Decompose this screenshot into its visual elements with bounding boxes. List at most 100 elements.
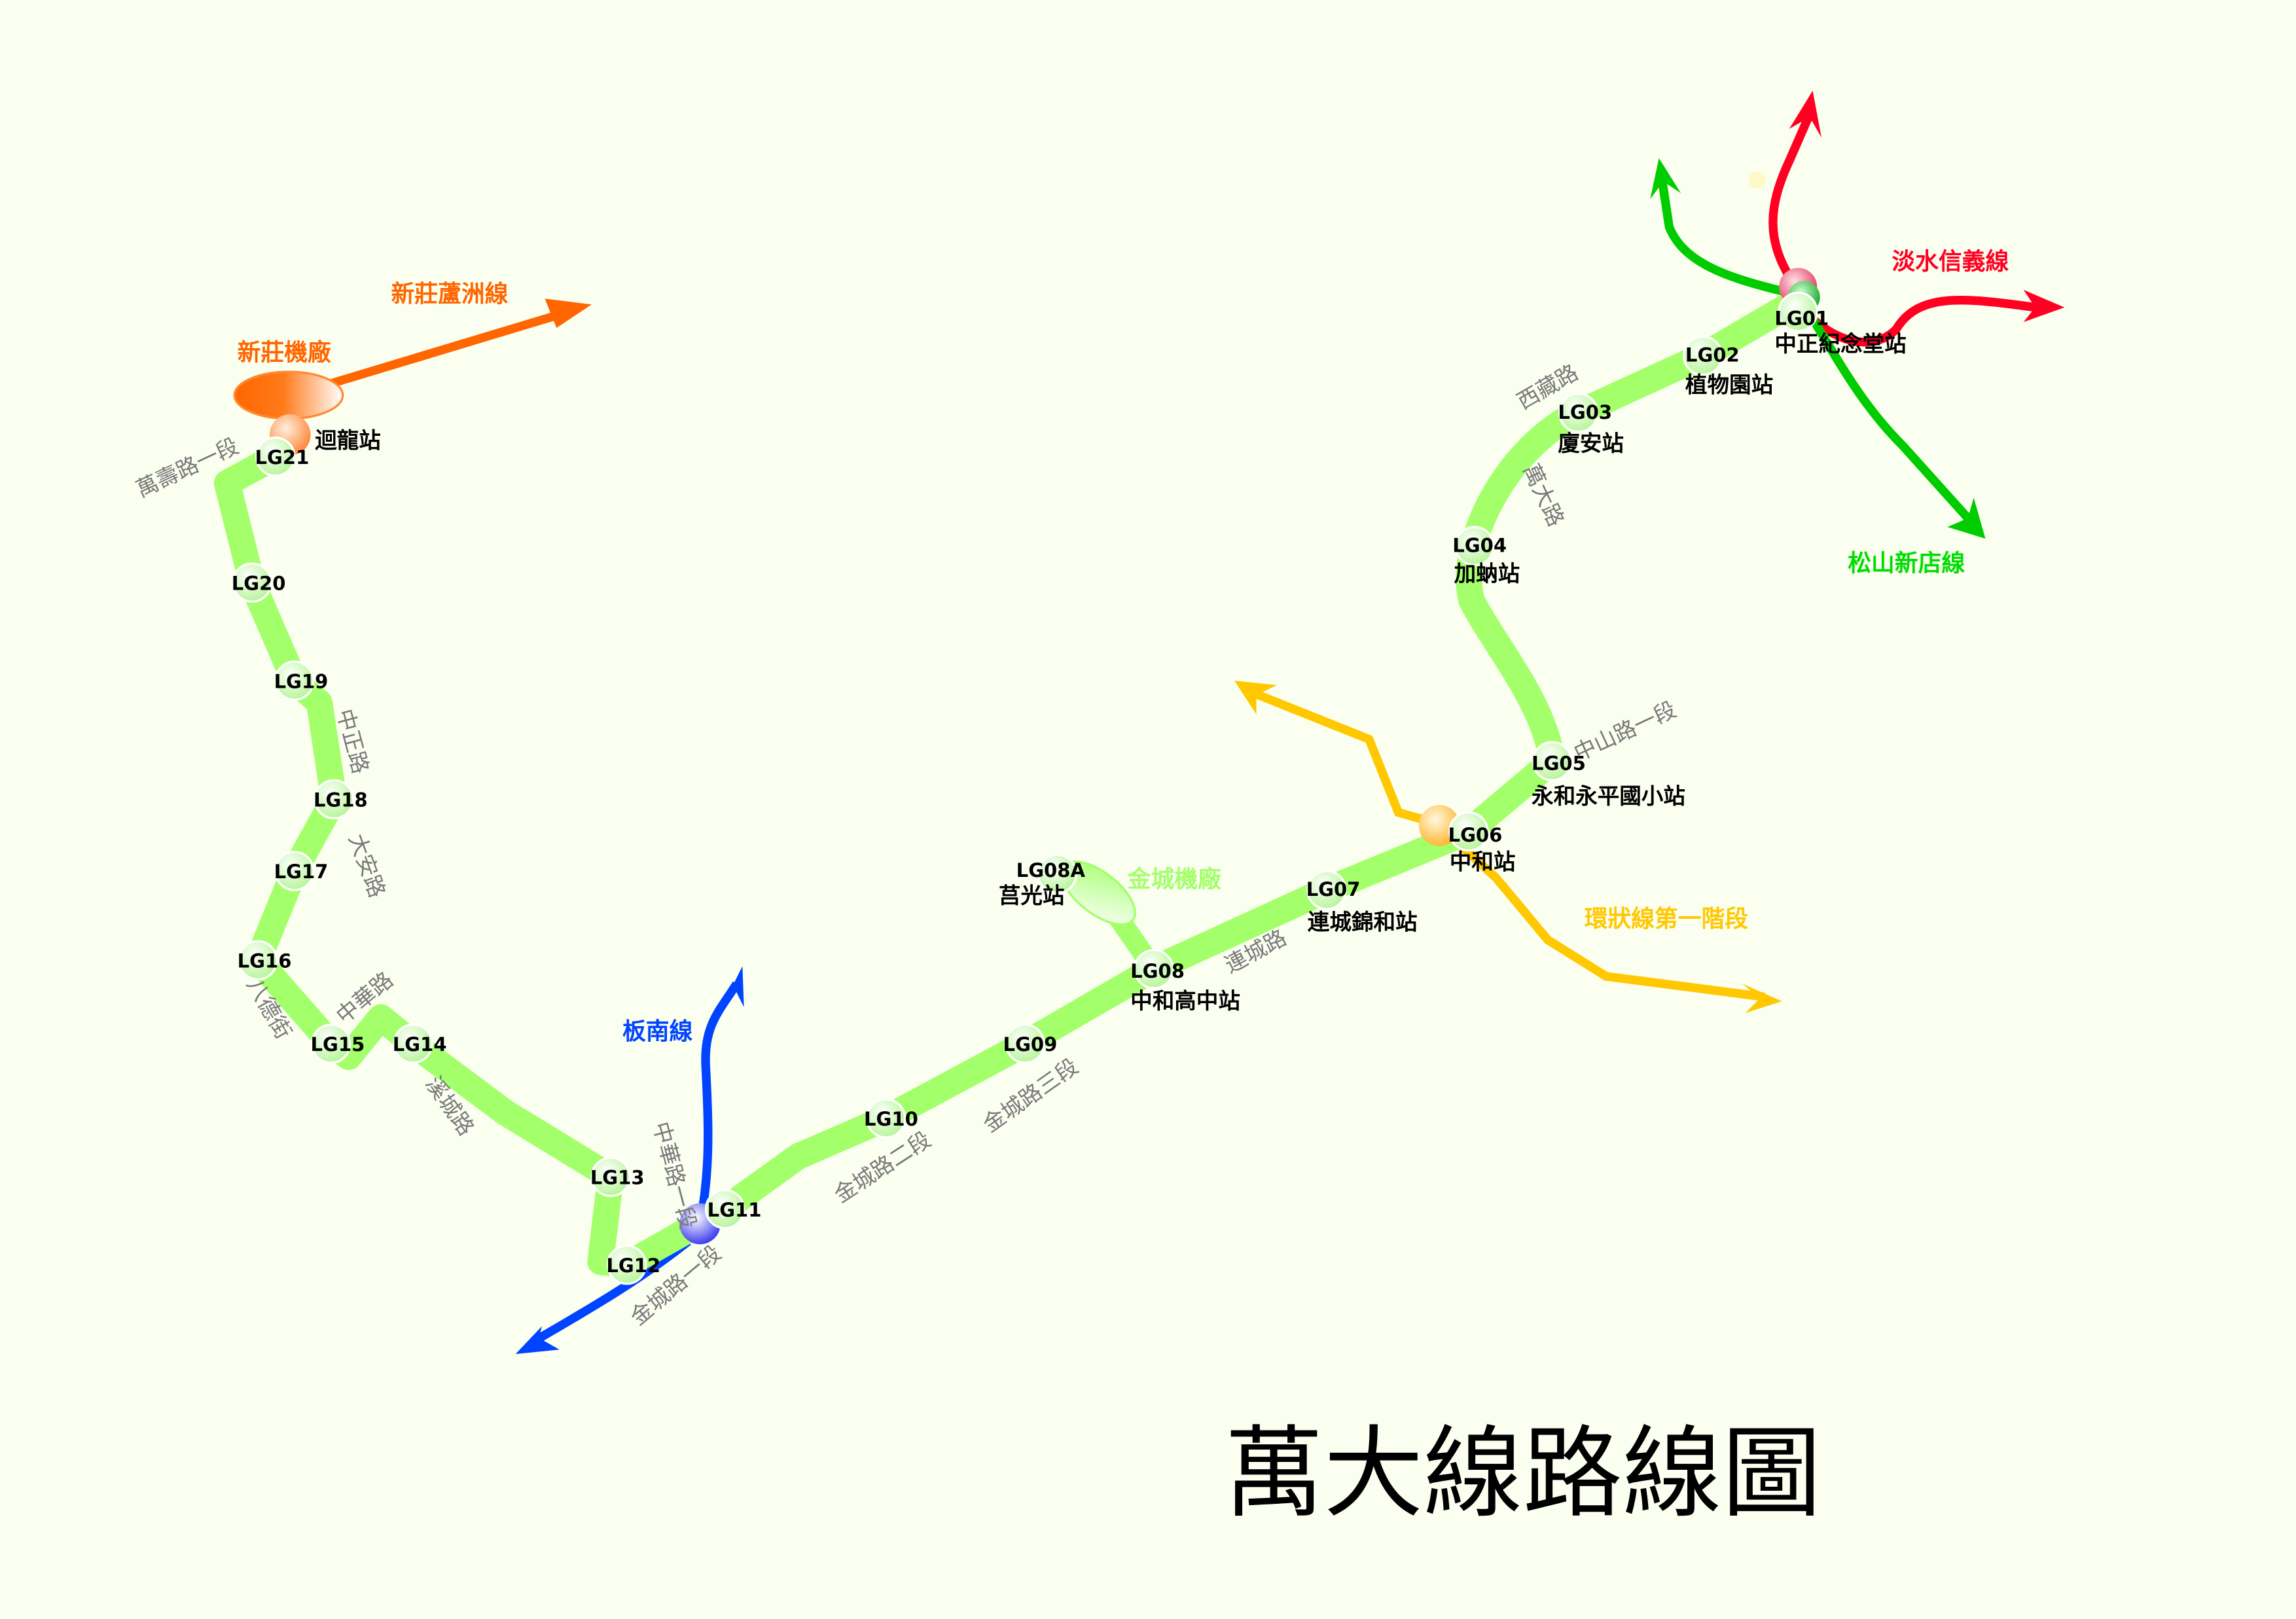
station-code: LG06 (1448, 824, 1503, 846)
station-code: LG16 (238, 950, 292, 972)
station-name: 中正紀念堂站 (1774, 331, 1906, 357)
circular-line (1234, 681, 1782, 1013)
station-code: LG04 (1452, 534, 1507, 556)
station-code: LG17 (274, 861, 329, 883)
station-name: 加蚋站 (1454, 561, 1520, 586)
station-code: LG08A (1016, 859, 1086, 881)
station-marker-icon (1532, 741, 1573, 781)
station-marker-icon (255, 436, 296, 477)
xinzhuang-depot-icon (233, 370, 344, 420)
page-title: 萬大線路線圖 (1224, 1415, 1821, 1531)
station-marker-icon (704, 1188, 745, 1230)
station-lg13[interactable]: LG13 (590, 1156, 645, 1198)
station-code: LG05 (1532, 753, 1586, 775)
station-marker-icon (1778, 291, 1818, 332)
station-marker-icon (274, 660, 315, 701)
station-code: LG09 (1003, 1033, 1058, 1056)
station-name: 永和永平國小站 (1532, 783, 1685, 809)
arrow-icon (1742, 984, 1782, 1013)
depot-label: 新莊機廠 (238, 339, 331, 366)
station-code: LG21 (255, 446, 309, 469)
arrow-icon (515, 1326, 560, 1355)
station-marker-icon (314, 779, 355, 820)
station-marker-icon (232, 562, 272, 603)
station-marker-icon (1306, 870, 1347, 910)
station-lg19[interactable]: LG19 (274, 660, 329, 701)
station-code: LG07 (1306, 878, 1361, 900)
station-code: LG18 (314, 789, 368, 811)
arrow-icon (1789, 90, 1821, 138)
street-label: 萬大路 (1518, 460, 1569, 531)
station-marker-icon (606, 1244, 647, 1285)
street-label: 大安路 (344, 830, 390, 901)
station-lg18[interactable]: LG18 (314, 779, 368, 820)
station-name: 莒光站 (999, 883, 1065, 908)
station-marker-icon (1134, 949, 1174, 989)
station-lg09[interactable]: LG09 (1003, 1023, 1058, 1064)
depot-label: 金城機廠 (1127, 866, 1221, 893)
station-lg05[interactable]: LG05 永和永平國小站 (1532, 741, 1685, 809)
station-marker-icon (1558, 393, 1599, 433)
station-name: 迴龍站 (315, 427, 381, 453)
station-lg17[interactable]: LG17 (274, 851, 329, 891)
station-name: 中和高中站 (1130, 988, 1240, 1014)
station-marker-icon (1005, 1023, 1045, 1064)
station-code: LG08 (1130, 960, 1185, 982)
station-marker-icon (238, 940, 278, 981)
station-marker-icon (1448, 811, 1489, 852)
station-name: 植物園站 (1685, 372, 1773, 397)
station-code: LG20 (232, 572, 286, 594)
station-lg11[interactable]: LG11 (704, 1188, 762, 1230)
station-code: LG14 (393, 1033, 447, 1056)
tamsui-xinyi-line (1768, 90, 2065, 347)
line-label-tamsui: 淡水信義線 (1892, 249, 2009, 276)
street-label: 中山路一段 (1570, 696, 1681, 766)
station-lg14[interactable]: LG14 (393, 1023, 447, 1064)
station-marker-icon (865, 1098, 906, 1139)
station-code: LG10 (864, 1108, 918, 1130)
line-label-bannan: 板南線 (622, 1018, 693, 1045)
station-marker-icon (1683, 335, 1723, 376)
arrow-icon (1234, 681, 1277, 715)
station-lg21[interactable]: LG21 迴龍站 (255, 427, 381, 477)
station-lg16[interactable]: LG16 (238, 940, 292, 981)
station-code: LG12 (606, 1254, 660, 1277)
station-lg12[interactable]: LG12 (606, 1244, 660, 1285)
line-label-circular: 環狀線第一階段 (1585, 906, 1749, 933)
station-lg06[interactable]: LG06 中和站 (1448, 811, 1516, 875)
station-lg10[interactable]: LG10 (864, 1098, 918, 1139)
station-marker-icon (1037, 853, 1078, 895)
station-marker-icon (311, 1023, 351, 1064)
arrow-icon (1650, 158, 1681, 200)
station-code: LG13 (590, 1167, 645, 1189)
songshan-xindian-line (1650, 158, 1986, 539)
arrow-icon (720, 966, 744, 1010)
station-marker-icon (590, 1156, 631, 1198)
station-name: 中和站 (1450, 849, 1516, 875)
xinzhuang-luzhou-line (329, 298, 592, 388)
arrow-icon (1947, 497, 1986, 539)
station-code: LG02 (1685, 344, 1740, 366)
arrow-icon (545, 298, 592, 329)
station-lg03[interactable]: LG03 廈安站 (1558, 393, 1624, 456)
station-name: 廈安站 (1558, 431, 1624, 456)
station-lg02[interactable]: LG02 植物園站 (1683, 335, 1773, 397)
station-marker-icon (1454, 525, 1495, 567)
station-code: LG15 (310, 1033, 365, 1056)
station-lg08[interactable]: LG08 中和高中站 (1130, 949, 1240, 1014)
station-marker-icon (274, 851, 315, 891)
street-label: 中華路一段 (648, 1119, 701, 1232)
station-lg20[interactable]: LG20 (232, 562, 286, 603)
station-code: LG19 (274, 670, 329, 692)
line-label-xinzhuang: 新莊蘆洲線 (391, 281, 509, 308)
station-code: LG03 (1558, 401, 1612, 423)
station-code: LG11 (708, 1199, 762, 1221)
station-lg15[interactable]: LG15 (310, 1023, 365, 1064)
station-lg04[interactable]: LG04 加蚋站 (1452, 525, 1520, 586)
arrow-icon (2023, 289, 2065, 323)
station-marker-icon (393, 1023, 433, 1064)
